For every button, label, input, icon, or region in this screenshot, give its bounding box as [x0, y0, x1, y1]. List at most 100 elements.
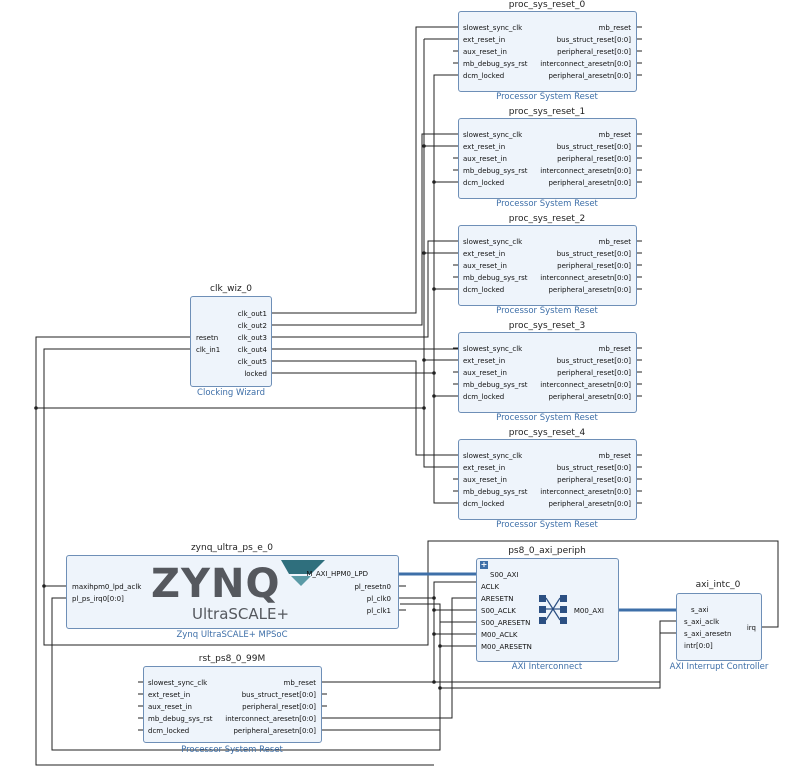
- axi-periph-port-aclk[interactable]: ACLK: [481, 583, 500, 591]
- zynq-port-maxihpm0-lpd-aclk[interactable]: maxihpm0_lpd_aclk: [72, 583, 142, 591]
- reset3-port-peripheral-aresetn[interactable]: peripheral_aresetn[0:0]: [548, 393, 631, 401]
- reset3-port-ext-reset-in[interactable]: ext_reset_in: [463, 357, 506, 365]
- reset4-port-ext-reset-in[interactable]: ext_reset_in: [463, 464, 506, 472]
- proc-sys-reset-2-block[interactable]: slowest_sync_clk ext_reset_in aux_reset_…: [458, 225, 637, 306]
- reset0-port-interconnect-aresetn[interactable]: interconnect_aresetn[0:0]: [540, 60, 631, 68]
- reset3-port-peripheral-reset[interactable]: peripheral_reset[0:0]: [557, 369, 631, 377]
- axi-intc-block[interactable]: s_axi s_axi_aclk s_axi_aresetn intr[0:0]…: [676, 593, 762, 661]
- proc-sys-reset-1-block[interactable]: slowest_sync_clk ext_reset_in aux_reset_…: [458, 118, 637, 199]
- reset0-port-ext-reset-in[interactable]: ext_reset_in: [463, 36, 506, 44]
- clk-wiz-port-clk-out4[interactable]: clk_out4: [237, 346, 267, 354]
- clk-wiz-port-clk-out1[interactable]: clk_out1: [237, 310, 267, 318]
- wire-locked-r4[interactable]: [433, 373, 458, 504]
- reset0-port-bus-struct-reset[interactable]: bus_struct_reset[0:0]: [556, 36, 631, 44]
- axi-periph-port-s00-aclk[interactable]: S00_ACLK: [481, 607, 516, 615]
- wire-clk-out1[interactable]: [272, 26, 458, 314]
- reset4-port-mb-debug-sys-rst[interactable]: mb_debug_sys_rst: [463, 488, 528, 496]
- reset2-port-ext-reset-in[interactable]: ext_reset_in: [463, 250, 506, 258]
- clk-wiz-port-clk-in1[interactable]: clk_in1: [196, 346, 221, 354]
- reset2-port-peripheral-aresetn[interactable]: peripheral_aresetn[0:0]: [548, 286, 631, 294]
- wire-intc-aclk[interactable]: [434, 620, 676, 683]
- wire-clk-in1[interactable]: [43, 348, 779, 646]
- reset1-port-bus-struct-reset[interactable]: bus_struct_reset[0:0]: [556, 143, 631, 151]
- rst-ps8-port-peripheral-aresetn[interactable]: peripheral_aresetn[0:0]: [233, 727, 316, 735]
- axi-periph-expand-icon[interactable]: +: [480, 560, 488, 569]
- reset1-port-peripheral-aresetn[interactable]: peripheral_aresetn[0:0]: [548, 179, 631, 187]
- reset0-port-slowest-sync-clk[interactable]: slowest_sync_clk: [463, 24, 523, 32]
- reset0-port-peripheral-reset[interactable]: peripheral_reset[0:0]: [557, 48, 631, 56]
- axi-periph-block[interactable]: + S00_AXI ACLK ARESETN S00_ACLK S00_ARES…: [476, 558, 619, 662]
- clk-wiz-port-clk-out3[interactable]: clk_out3: [237, 334, 267, 342]
- clk-wiz-port-clk-out2[interactable]: clk_out2: [237, 322, 267, 330]
- zynq-port-m-axi-hpm0-lpd[interactable]: M_AXI_HPM0_LPD: [306, 570, 368, 578]
- axi-intc-port-irq[interactable]: irq: [746, 624, 756, 632]
- reset2-port-mb-debug-sys-rst[interactable]: mb_debug_sys_rst: [463, 274, 528, 282]
- proc-sys-reset-4-block[interactable]: slowest_sync_clk ext_reset_in aux_reset_…: [458, 439, 637, 520]
- axi-intc-port-intr[interactable]: intr[0:0]: [684, 642, 713, 650]
- axi-periph-port-m00-aresetn[interactable]: M00_ARESETN: [481, 643, 532, 651]
- rst-ps8-port-bus-struct-reset[interactable]: bus_struct_reset[0:0]: [241, 691, 316, 699]
- axi-periph-port-s00-aresetn[interactable]: S00_ARESETN: [481, 619, 531, 627]
- reset4-port-interconnect-aresetn[interactable]: interconnect_aresetn[0:0]: [540, 488, 631, 496]
- reset4-port-peripheral-aresetn[interactable]: peripheral_aresetn[0:0]: [548, 500, 631, 508]
- reset0-port-aux-reset-in[interactable]: aux_reset_in: [463, 48, 507, 56]
- reset3-port-dcm-locked[interactable]: dcm_locked: [463, 393, 505, 401]
- rst-ps8-port-dcm-locked[interactable]: dcm_locked: [148, 727, 190, 735]
- proc-sys-reset-0-block[interactable]: slowest_sync_clk ext_reset_in aux_reset_…: [458, 11, 637, 92]
- axi-intc-port-s-axi-aclk[interactable]: s_axi_aclk: [684, 618, 720, 626]
- axi-periph-port-s00-axi[interactable]: S00_AXI: [490, 571, 519, 579]
- reset3-port-mb-debug-sys-rst[interactable]: mb_debug_sys_rst: [463, 381, 528, 389]
- zynq-port-pl-clk1[interactable]: pl_clk1: [366, 607, 391, 615]
- reset1-port-peripheral-reset[interactable]: peripheral_reset[0:0]: [557, 155, 631, 163]
- reset4-port-bus-struct-reset[interactable]: bus_struct_reset[0:0]: [556, 464, 631, 472]
- reset4-port-slowest-sync-clk[interactable]: slowest_sync_clk: [463, 452, 523, 460]
- wire-clk-wiz-resetn[interactable]: [35, 336, 434, 766]
- wire-locked[interactable]: [272, 74, 458, 374]
- reset1-port-slowest-sync-clk[interactable]: slowest_sync_clk: [463, 131, 523, 139]
- reset2-port-dcm-locked[interactable]: dcm_locked: [463, 286, 505, 294]
- zynq-block[interactable]: maxihpm0_lpd_aclk pl_ps_irq0[0:0] ZYNQ U…: [66, 555, 399, 629]
- wire-rst-peripheral-aresetn[interactable]: [322, 621, 476, 731]
- reset3-port-mb-reset[interactable]: mb_reset: [598, 345, 632, 353]
- reset0-port-mb-debug-sys-rst[interactable]: mb_debug_sys_rst: [463, 60, 528, 68]
- clk-wiz-port-locked[interactable]: locked: [244, 370, 267, 378]
- reset2-port-peripheral-reset[interactable]: peripheral_reset[0:0]: [557, 262, 631, 270]
- reset1-port-mb-debug-sys-rst[interactable]: mb_debug_sys_rst: [463, 167, 528, 175]
- reset2-port-slowest-sync-clk[interactable]: slowest_sync_clk: [463, 238, 523, 246]
- axi-periph-port-aresetn[interactable]: ARESETN: [481, 595, 514, 603]
- reset1-port-dcm-locked[interactable]: dcm_locked: [463, 179, 505, 187]
- rst-ps8-port-interconnect-aresetn[interactable]: interconnect_aresetn[0:0]: [225, 715, 316, 723]
- zynq-port-pl-ps-irq0[interactable]: pl_ps_irq0[0:0]: [72, 595, 124, 603]
- reset0-port-dcm-locked[interactable]: dcm_locked: [463, 72, 505, 80]
- axi-periph-port-m00-aclk[interactable]: M00_ACLK: [481, 631, 518, 639]
- wire-zynq-pl-clk0[interactable]: [399, 581, 476, 599]
- reset2-port-mb-reset[interactable]: mb_reset: [598, 238, 632, 246]
- clk-wiz-port-resetn[interactable]: resetn: [196, 334, 219, 342]
- reset1-port-mb-reset[interactable]: mb_reset: [598, 131, 632, 139]
- reset4-port-mb-reset[interactable]: mb_reset: [598, 452, 632, 460]
- rst-ps8-port-mb-reset[interactable]: mb_reset: [283, 679, 317, 687]
- rst-ps8-port-peripheral-reset[interactable]: peripheral_reset[0:0]: [242, 703, 316, 711]
- wire-rst-interconnect-aresetn[interactable]: [322, 597, 476, 719]
- rst-ps8-port-ext-reset-in[interactable]: ext_reset_in: [148, 691, 191, 699]
- clk-wiz-port-clk-out5[interactable]: clk_out5: [237, 358, 267, 366]
- proc-sys-reset-3-block[interactable]: slowest_sync_clk ext_reset_in aux_reset_…: [458, 332, 637, 413]
- reset2-port-interconnect-aresetn[interactable]: interconnect_aresetn[0:0]: [540, 274, 631, 282]
- clk-wiz-block[interactable]: resetn clk_in1 clk_out1 clk_out2 clk_out…: [190, 296, 272, 387]
- wire-clk-out2[interactable]: [272, 133, 458, 326]
- reset4-port-dcm-locked[interactable]: dcm_locked: [463, 500, 505, 508]
- rst-ps8-port-mb-debug-sys-rst[interactable]: mb_debug_sys_rst: [148, 715, 213, 723]
- zynq-port-pl-resetn0[interactable]: pl_resetn0: [354, 583, 391, 591]
- axi-intc-port-s-axi-aresetn[interactable]: s_axi_aresetn: [684, 630, 732, 638]
- zynq-port-pl-clk0[interactable]: pl_clk0: [366, 595, 391, 603]
- wire-clk-out3[interactable]: [272, 240, 458, 338]
- wire-rst-intc-aresetn[interactable]: [439, 632, 676, 689]
- reset3-port-aux-reset-in[interactable]: aux_reset_in: [463, 369, 507, 377]
- axi-periph-port-m00-axi[interactable]: M00_AXI: [573, 607, 604, 615]
- reset1-port-aux-reset-in[interactable]: aux_reset_in: [463, 155, 507, 163]
- reset3-port-slowest-sync-clk[interactable]: slowest_sync_clk: [463, 345, 523, 353]
- reset0-port-peripheral-aresetn[interactable]: peripheral_aresetn[0:0]: [548, 72, 631, 80]
- rst-ps8-port-aux-reset-in[interactable]: aux_reset_in: [148, 703, 192, 711]
- wire-zynq-irq[interactable]: [51, 597, 441, 751]
- reset0-port-mb-reset[interactable]: mb_reset: [598, 24, 632, 32]
